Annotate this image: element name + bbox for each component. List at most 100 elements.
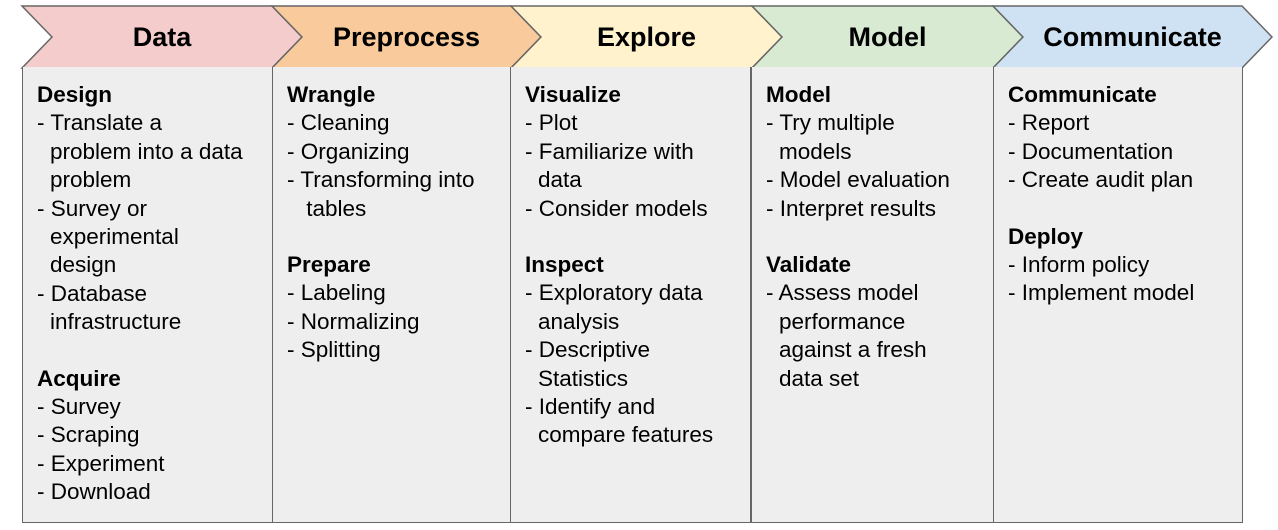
list-item-text: - Database (37, 280, 148, 306)
list-item-text: - Familiarize with (525, 138, 694, 164)
list-item-text: - Interpret results (766, 195, 937, 221)
list-item: - Documentation (1008, 138, 1242, 166)
section-communicate: Communicate - Report- Documentation - Crea… (1008, 81, 1242, 195)
list-item-text: - Transforming into (287, 167, 475, 193)
list-item: - Experiment (37, 450, 272, 478)
list-item-text: - Splitting (287, 337, 381, 363)
section-title: Validate (766, 252, 852, 278)
list-item: - Transforming into tables (287, 166, 511, 223)
list-item-continuation: problem (50, 167, 132, 193)
list-item-continuation: compare features (538, 422, 714, 448)
list-item-text: - Cleaning (287, 110, 390, 136)
section-wrangle: Wrangle- Cleaning- Organizing- Transform… (287, 81, 511, 223)
list-item: - Implement model (1008, 279, 1242, 307)
list-item: - Cleaning (287, 109, 511, 137)
section-title: Acquire (37, 365, 121, 391)
stage-title-communicate: Communicate (1043, 21, 1222, 52)
list-item-continuation: data set (779, 365, 860, 391)
section-acquire: Acquire - Survey- Scraping- Experiment - D… (37, 365, 272, 507)
list-item-text: - Descriptive (525, 337, 651, 363)
list-item-text: - Inform policy (1008, 252, 1150, 278)
list-item: - Database infrastructure (37, 280, 272, 337)
list-item-continuation: design (50, 252, 117, 278)
list-item-text: - Download (37, 479, 151, 505)
list-item: - Create audit plan (1008, 166, 1242, 194)
list-item-text: - Survey or (37, 195, 148, 221)
stage-title-preprocess: Preprocess (332, 21, 481, 52)
stage-title-model: Model (848, 21, 927, 52)
list-item-text: - Assess model (766, 280, 919, 306)
list-item: - Model evaluation (766, 166, 993, 194)
list-item-text: - Labeling (287, 280, 386, 306)
stage-title-explore: Explore (596, 21, 697, 52)
section-deploy: Deploy - Inform policy- Implement model (1008, 223, 1242, 308)
list-item: - Splitting (287, 336, 511, 364)
section-title: Design (37, 82, 113, 107)
section-title: Prepare (287, 252, 371, 278)
stage-title-data: Data (132, 21, 192, 52)
section-title: Inspect (525, 252, 604, 278)
list-item-continuation: Statistics (538, 365, 629, 391)
list-item: - Familiarize with data (525, 138, 750, 195)
list-item: - Plot (525, 109, 750, 137)
list-item-continuation: analysis (538, 308, 620, 334)
stage-box-explore: Visualize - Plot- Familiarize with data- C… (510, 67, 751, 523)
list-item-text: - Consider models (525, 195, 708, 221)
section-title: Model (766, 82, 831, 107)
list-item: - Report (1008, 109, 1242, 137)
list-item: - Download (37, 478, 272, 506)
list-item-text: - Scraping (37, 422, 140, 448)
list-item-text: - Plot (525, 110, 578, 136)
list-item-text: - Organizing (287, 138, 410, 164)
list-item-continuation: against a fresh (779, 337, 927, 363)
section-title: Visualize (525, 82, 621, 107)
list-item-text: - Implement model (1008, 280, 1195, 306)
list-item-text: - Identify and (525, 394, 656, 420)
list-item: - Normalizing (287, 308, 511, 336)
list-item: - Organizing (287, 138, 511, 166)
list-item-text: - Model evaluation (766, 167, 950, 193)
list-item: - Inform policy (1008, 251, 1242, 279)
stage-box-communicate: Communicate - Report- Documentation - Crea… (993, 67, 1243, 523)
list-item-continuation: performance (779, 308, 906, 334)
list-item-text: - Survey (37, 394, 121, 420)
list-item: - Labeling (287, 279, 511, 307)
list-item-continuation: problem into a data (50, 138, 243, 164)
list-item: - Consider models (525, 195, 750, 223)
list-item-text: - Translate a (37, 110, 163, 136)
list-item-continuation: experimental (50, 224, 179, 250)
list-item-continuation: data (538, 167, 582, 193)
list-item-text: - Experiment (37, 450, 165, 476)
list-item: - Survey (37, 393, 272, 421)
list-item-continuation: tables (300, 195, 367, 221)
list-item-text: - Documentation (1008, 138, 1174, 164)
section-title: Deploy (1008, 223, 1084, 249)
list-item-text: - Try multiple (766, 110, 895, 136)
list-item-text: - Report (1008, 110, 1090, 136)
list-item: - Scraping (37, 421, 272, 449)
list-item: - Interpret results (766, 195, 993, 223)
list-item-continuation: infrastructure (50, 309, 182, 335)
list-item-text: - Normalizing (287, 308, 420, 334)
list-item-text: - Exploratory data (525, 280, 703, 306)
section-title: Wrangle (287, 82, 376, 107)
list-item-continuation: models (779, 138, 852, 164)
section-prepare: Prepare- Labeling- Normalizing - Splittin… (287, 251, 511, 365)
section-title: Communicate (1008, 82, 1157, 107)
section-visualize: Visualize - Plot- Familiarize with data- C… (525, 81, 750, 223)
list-item-text: - Create audit plan (1008, 167, 1194, 193)
stage-box-preprocess: Wrangle- Cleaning- Organizing- Transform… (272, 67, 512, 523)
